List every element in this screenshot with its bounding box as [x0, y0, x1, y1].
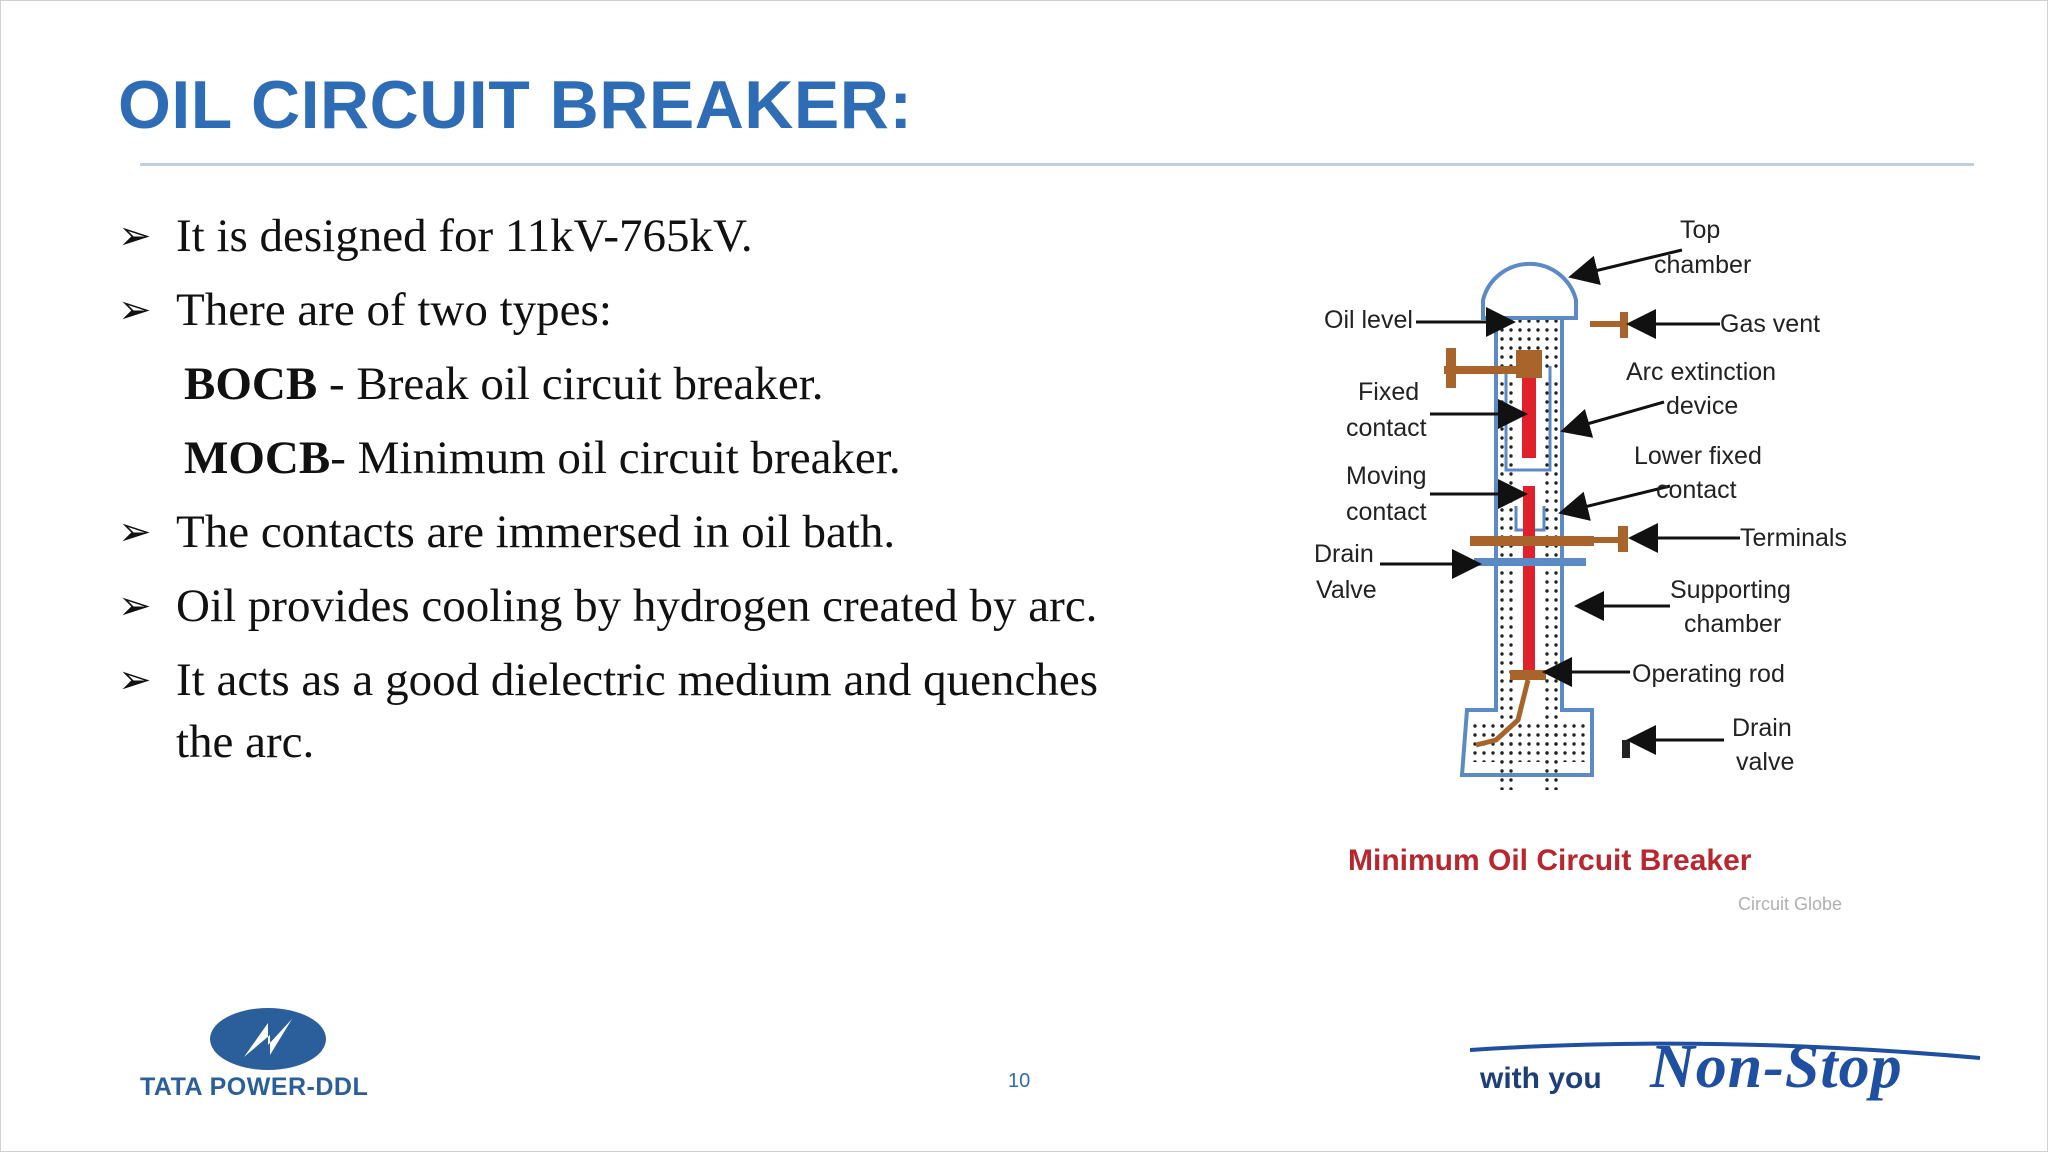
label-fixed-contact: Fixed [1358, 378, 1419, 406]
bullet-item: ➢ Oil provides cooling by hydrogen creat… [118, 575, 1098, 637]
label-supporting-chamber: chamber [1684, 610, 1781, 638]
label-moving-contact: Moving [1346, 462, 1427, 490]
type-desc: - Minimum oil circuit breaker. [330, 432, 901, 484]
tagline-swoosh-icon [1470, 1041, 1981, 1060]
label-arrows [1380, 248, 1740, 755]
label-top-chamber: Top [1680, 216, 1720, 244]
bullet-item: ➢ It is designed for 11kV-765kV. [118, 205, 1098, 267]
type-item-mocb: MOCB- Minimum oil circuit breaker. [118, 427, 1098, 489]
label-operating-rod: Operating rod [1632, 660, 1785, 688]
label-drain-valve: Valve [1316, 576, 1377, 604]
bullet-arrow-icon: ➢ [118, 213, 152, 258]
label-moving-contact: contact [1346, 498, 1427, 526]
page-number: 10 [1008, 1070, 1031, 1092]
bullet-text: Oil provides cooling by hydrogen created… [176, 580, 1098, 632]
type-desc: - Break oil circuit breaker. [317, 358, 824, 410]
logo-text: TATA POWER-DDL [140, 1073, 369, 1101]
bullet-list: ➢ It is designed for 11kV-765kV. ➢ There… [118, 205, 1098, 785]
type-item-bocb: BOCB - Break oil circuit breaker. [118, 353, 1098, 415]
tata-power-logo-icon [210, 1008, 326, 1070]
label-lower-fixed-contact: Lower fixed [1634, 442, 1762, 470]
diagram-credit: Circuit Globe [1738, 894, 1843, 914]
bullet-arrow-icon: ➢ [118, 583, 152, 628]
slide-title: OIL CIRCUIT BREAKER: [118, 67, 913, 143]
label-drain-valve: Drain [1314, 540, 1374, 568]
label-oil-level: Oil level [1324, 306, 1413, 334]
bullet-item: ➢ It acts as a good dielectric medium an… [118, 649, 1098, 773]
moving-contact [1523, 486, 1535, 674]
label-drain-valve-bottom: valve [1736, 748, 1794, 776]
type-abbr: BOCB [184, 358, 318, 410]
bullet-text: It is designed for 11kV-765kV. [176, 210, 753, 262]
label-gas-vent: Gas vent [1720, 310, 1820, 338]
tagline-small: with you [1480, 1062, 1602, 1095]
label-top-chamber: chamber [1654, 251, 1751, 279]
label-arc-extinction: device [1666, 392, 1738, 420]
type-abbr: MOCB [184, 432, 331, 484]
mocb-diagram: Top chamber Oil level Gas vent Arc extin… [1314, 216, 1847, 790]
bullet-arrow-icon: ➢ [118, 287, 152, 332]
fixed-contact [1444, 348, 1542, 458]
diagram-caption: Minimum Oil Circuit Breaker [1348, 844, 1752, 877]
bullet-arrow-icon: ➢ [118, 657, 152, 702]
bullet-item: ➢ There are of two types: [118, 279, 1098, 341]
bullet-text: The contacts are immersed in oil bath. [176, 506, 896, 558]
label-lower-fixed-contact: contact [1656, 476, 1737, 504]
bullet-item: ➢ The contacts are immersed in oil bath. [118, 501, 1098, 563]
title-divider [140, 163, 1974, 166]
label-terminals: Terminals [1740, 524, 1847, 552]
label-drain-valve-bottom: Drain [1732, 714, 1792, 742]
tagline-big: Non-Stop [1650, 1033, 1903, 1101]
label-fixed-contact: contact [1346, 414, 1427, 442]
bullet-text: It acts as a good dielectric medium and … [176, 654, 1098, 768]
label-supporting-chamber: Supporting [1670, 576, 1791, 604]
label-arc-extinction: Arc extinction [1626, 358, 1776, 386]
diagram-labels: Top chamber Oil level Gas vent Arc extin… [1314, 216, 1847, 776]
bullet-text: There are of two types: [176, 284, 612, 336]
bullet-arrow-icon: ➢ [118, 509, 152, 554]
